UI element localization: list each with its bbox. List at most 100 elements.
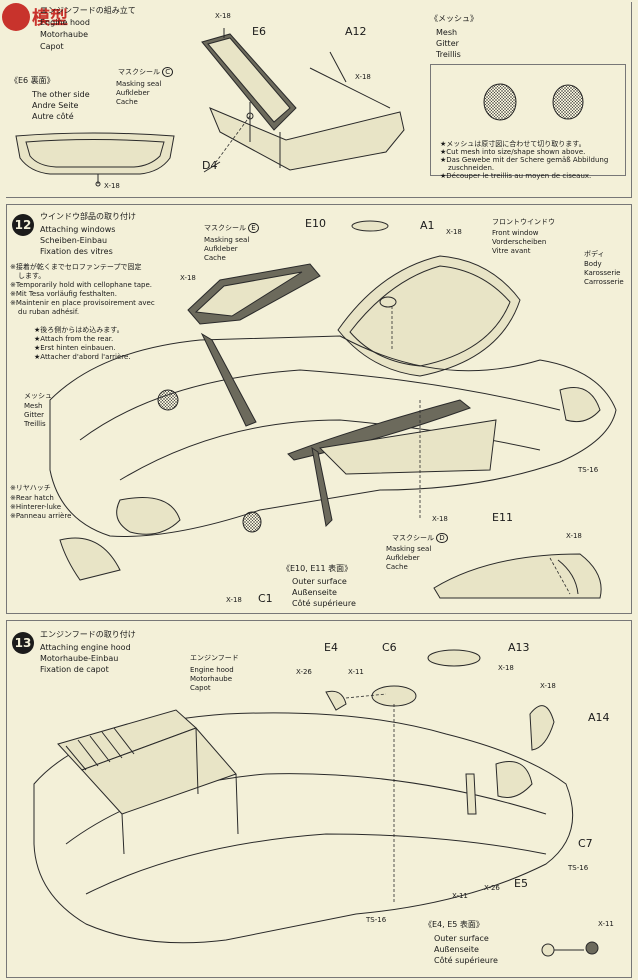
- e4-e5-surface-drawing: [541, 941, 599, 957]
- masking-e-jp: マスクシール E: [204, 223, 259, 233]
- mesh-note-4: zuschneiden.: [448, 164, 495, 172]
- step-12-number: 12: [12, 214, 34, 236]
- step-13-number: 13: [12, 632, 34, 654]
- step11-title-en: Engine hood: [40, 18, 90, 27]
- step12-title-jp: ウインドウ部品の取り付け: [40, 212, 136, 221]
- step12-title-de: Scheiben-Einbau: [40, 236, 108, 245]
- part-a14-label: A14: [588, 711, 610, 724]
- tape-note-6: du ruban adhésif.: [18, 308, 80, 316]
- rear-note-4: ★Attacher d'abord l'arrière.: [34, 353, 131, 361]
- surface13-fr: Côté supérieure: [434, 956, 498, 965]
- part-a12-label: A12: [345, 25, 367, 38]
- masking-d-de: Aufkleber: [386, 554, 420, 562]
- masking-e-de: Aufkleber: [204, 245, 238, 253]
- masking-d-jp: マスクシール D: [392, 533, 448, 543]
- ts16-c7: TS-16: [568, 864, 589, 872]
- tape-note-2: します。: [18, 272, 46, 280]
- surface12-jp: 《E10, E11 表面》: [282, 564, 353, 573]
- surface12-de: Außenseite: [292, 588, 337, 597]
- rear-note-2: ★Attach from the rear.: [34, 335, 114, 343]
- mesh-right-shape: [552, 84, 584, 120]
- ts16-step12: TS-16: [578, 466, 599, 474]
- e6-reverse-drawing: [15, 132, 175, 187]
- masking-e-fr: Cache: [204, 254, 226, 262]
- part-c1-label: C1: [258, 592, 273, 605]
- mesh12-jp: メッシュ: [24, 392, 52, 400]
- step-11-section: [6, 2, 632, 198]
- mesh-title-jp: 《メッシュ》: [430, 14, 478, 23]
- car-body-windows-drawing: [49, 220, 617, 581]
- x18-surface: X-18: [566, 532, 582, 540]
- step13-title-jp: エンジンフードの取り付け: [40, 630, 136, 639]
- rear-note-3: ★Erst hinten einbauen.: [34, 344, 116, 352]
- e6-side-fr: Autre côté: [32, 112, 74, 121]
- mesh12-fr: Treillis: [24, 420, 46, 428]
- tape-note-3: ※Temporarily hold with cellophane tape.: [10, 281, 152, 289]
- tape-note-1: ※接着が乾くまでセロファンテープで固定: [10, 263, 142, 271]
- part-a13-label: A13: [508, 641, 530, 654]
- mesh-note-5: ★Découper le treillis au moyen de ciseau…: [440, 172, 592, 180]
- mesh-title-de: Gitter: [436, 39, 459, 48]
- part-e11-label: E11: [492, 511, 513, 524]
- mesh12-de: Gitter: [24, 411, 45, 419]
- hood-fr: Capot: [190, 684, 211, 692]
- e6-side-jp: 《E6 裏面》: [10, 76, 55, 85]
- masking-c-fr: Cache: [116, 98, 138, 106]
- mesh-template-box: [430, 64, 626, 176]
- body-en: Body: [584, 260, 602, 268]
- masking-c-de: Aufkleber: [116, 89, 150, 97]
- surface12-fr: Côté supérieure: [292, 599, 356, 608]
- mesh-left-shape: [483, 83, 517, 121]
- part-e5-label: E5: [514, 877, 528, 890]
- mesh-title-fr: Treillis: [436, 50, 461, 59]
- front-window-jp: フロントウインドウ: [492, 218, 555, 226]
- x18-e11: X-18: [432, 515, 448, 523]
- part-a1-label: A1: [420, 219, 435, 232]
- tape-note-5: ※Maintenir en place provisoirement avec: [10, 299, 155, 307]
- mesh-note-1: ★メッシュは原寸図に合わせて切り取ります。: [440, 140, 586, 148]
- step11-title-de: Motorhaube: [40, 30, 89, 39]
- hood-de: Motorhaube: [190, 675, 233, 683]
- x18-a14: X-18: [540, 682, 556, 690]
- e10-e11-surface-drawing: [433, 553, 602, 599]
- step-12-section: [6, 204, 632, 614]
- part-d4-label: D4: [202, 159, 218, 172]
- watermark-emblem: [2, 3, 30, 31]
- hood-en: Engine hood: [190, 666, 234, 674]
- rear-hatch-fr: ※Panneau arrière: [10, 512, 72, 520]
- x26-top: X-26: [296, 668, 312, 676]
- engine-hood-exploded-drawing: [201, 28, 405, 173]
- surface12-en: Outer surface: [292, 577, 347, 586]
- masking-c-en: Masking seal: [116, 80, 162, 88]
- surface13-de: Außenseite: [434, 945, 479, 954]
- e6-side-en: The other side: [32, 90, 90, 99]
- rear-hatch-en: ※Rear hatch: [10, 494, 54, 502]
- front-window-de: Vorderscheiben: [492, 238, 547, 246]
- step11-title-jp: エンジンフードの組み立て: [40, 6, 136, 15]
- ts16-body: TS-16: [366, 916, 387, 924]
- masking-d-en: Masking seal: [386, 545, 432, 553]
- x18-c1: X-18: [226, 596, 242, 604]
- e6-side-x18: X-18: [104, 182, 120, 190]
- body-jp: ボディ: [584, 250, 605, 258]
- tape-note-4: ※Mit Tesa vorläufig festhalten.: [10, 290, 117, 298]
- rear-hatch-jp: ※リヤハッチ: [10, 484, 51, 492]
- mesh-note-3: ★Das Gewebe mit der Schere gemäß Abbildu…: [440, 156, 609, 164]
- mesh-title-en: Mesh: [436, 28, 458, 37]
- watermark-logo: 模型: [0, 0, 86, 34]
- step-13-section: [6, 620, 632, 978]
- step13-title-de: Motorhaube-Einbau: [40, 654, 119, 663]
- mesh12-en: Mesh: [24, 402, 43, 410]
- part-e10-label: E10: [305, 217, 326, 230]
- rear-note-1: ★後ろ側からはめ込みます。: [34, 326, 124, 334]
- part-c7-label: C7: [578, 837, 593, 850]
- e6-side-de: Andre Seite: [32, 101, 79, 110]
- part-e6-label: E6: [252, 25, 266, 38]
- part-e4-label: E4: [324, 641, 338, 654]
- surface13-en: Outer surface: [434, 934, 489, 943]
- step11-x18-top: X-18: [215, 12, 231, 20]
- x26-e5: X-26: [484, 884, 500, 892]
- x18-a13: X-18: [498, 664, 514, 672]
- body-fr: Carrosserie: [584, 278, 624, 286]
- front-window-fr: Vitre avant: [492, 247, 531, 255]
